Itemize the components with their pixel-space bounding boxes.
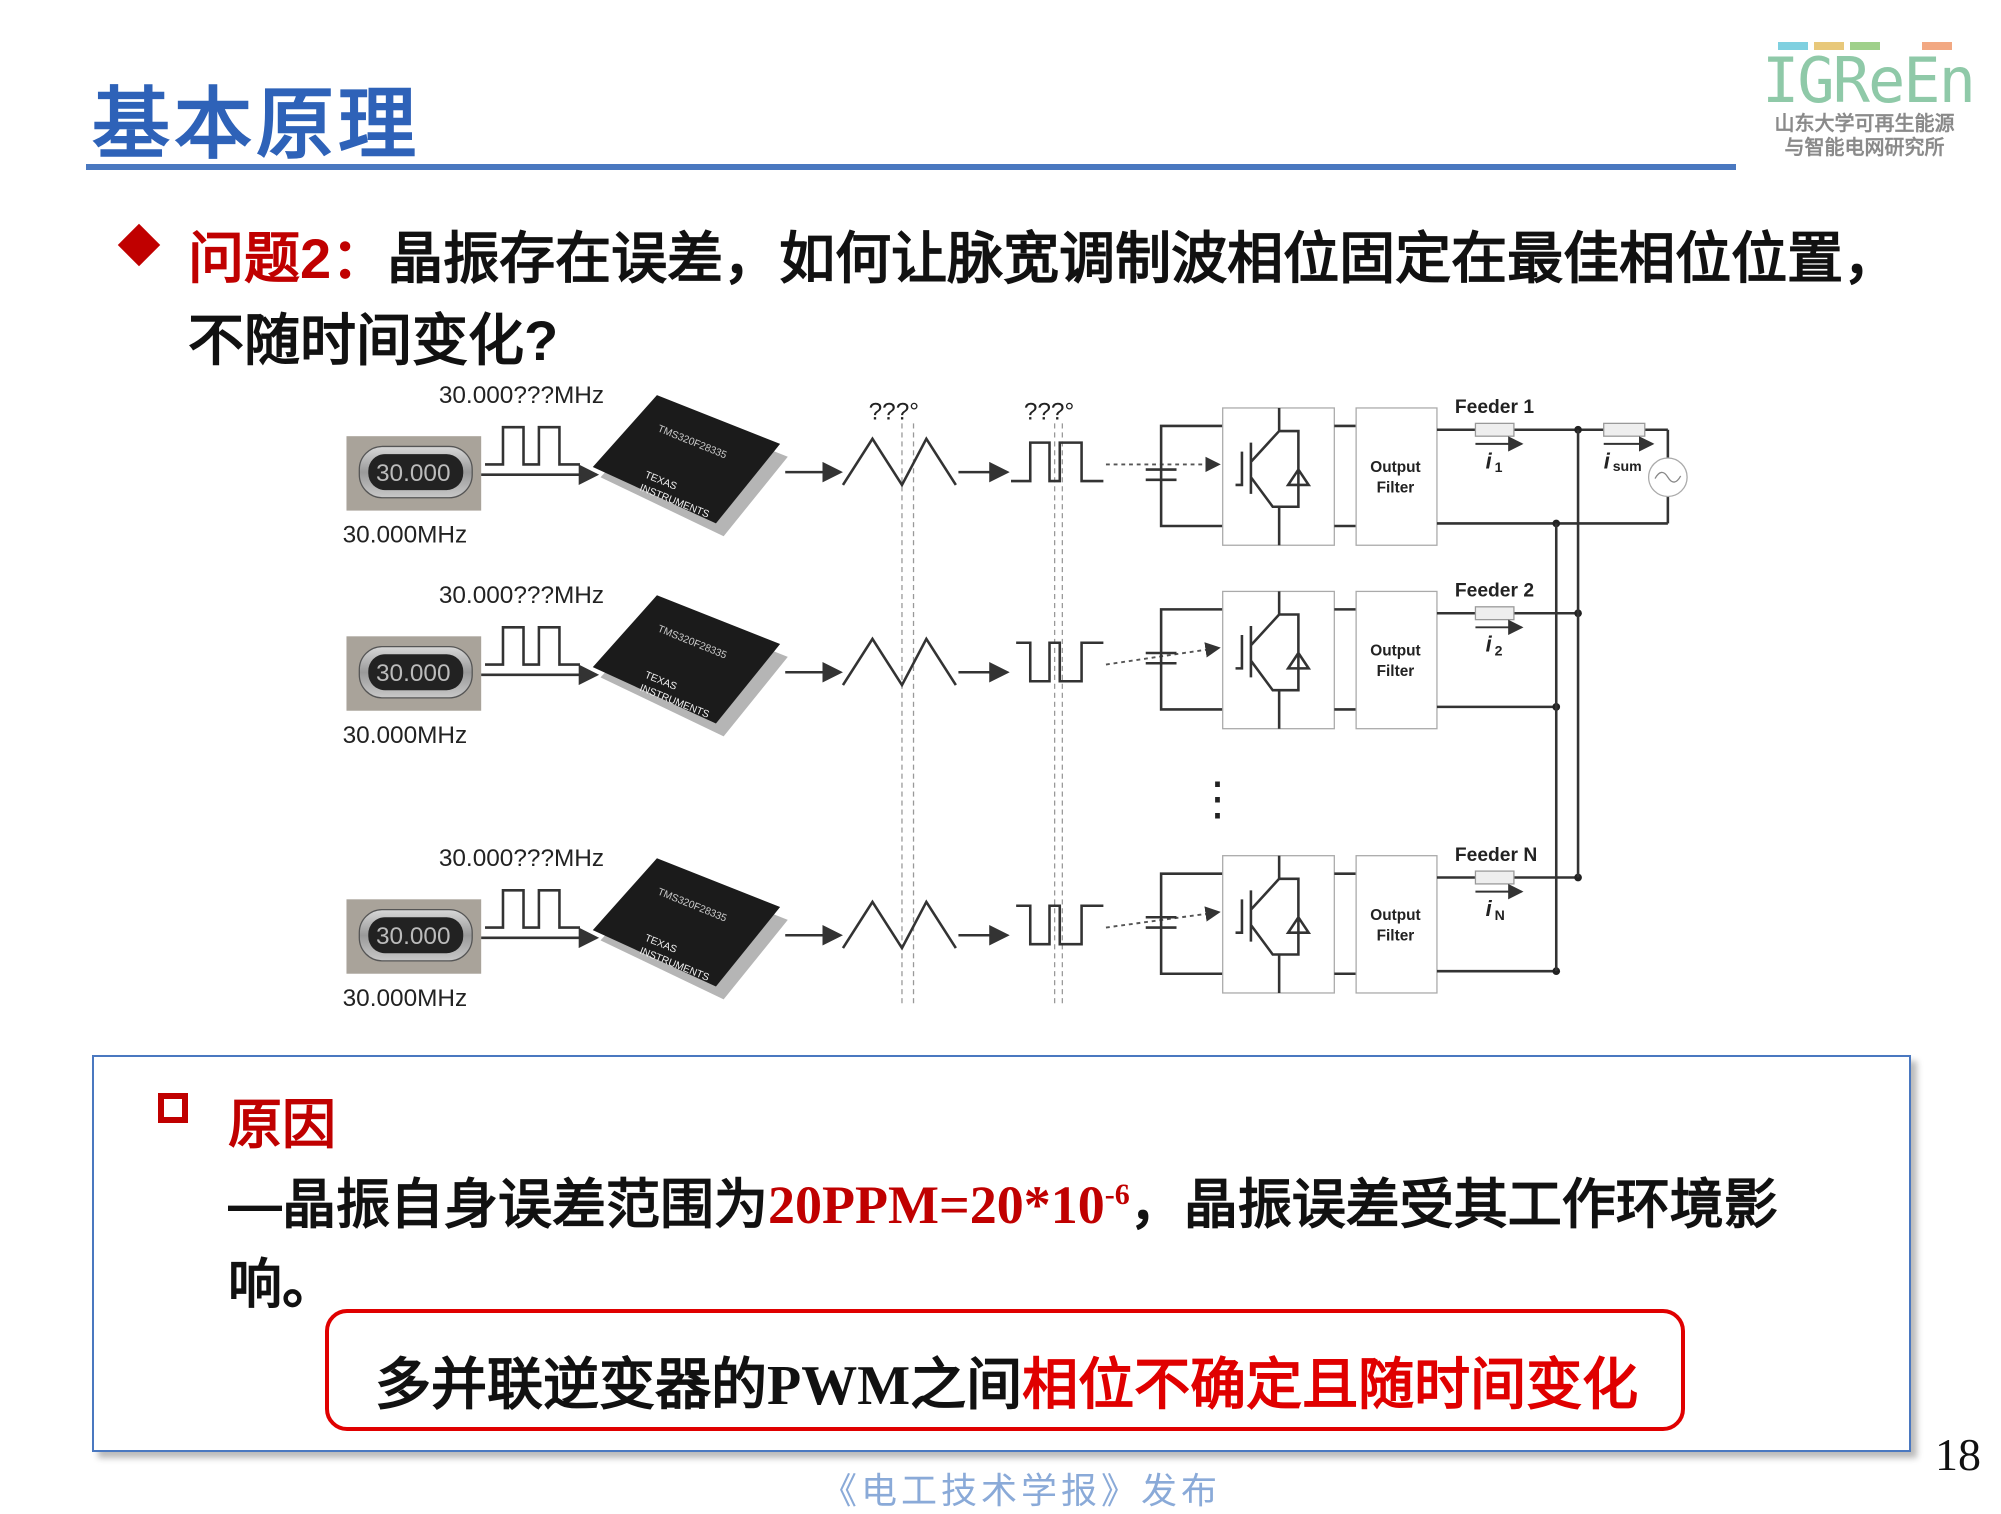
current-subscript: N <box>1495 907 1505 923</box>
current-subscript: 1 <box>1495 459 1503 475</box>
reason-exponent: -6 <box>1104 1178 1130 1211</box>
clock-pulse <box>485 626 580 666</box>
conclusion-a: 多并联逆变器的 <box>375 1353 767 1416</box>
current-subscript: 2 <box>1495 643 1503 659</box>
grid-impedance <box>1603 422 1646 437</box>
line-impedance <box>1474 870 1515 885</box>
output-filter-box <box>1355 590 1438 730</box>
carrier-triangle-wave <box>841 636 957 688</box>
feeder-label: Feeder N <box>1455 845 1537 866</box>
reason-ppm: 20PPM=20*10 <box>768 1175 1105 1235</box>
nominal-frequency-label: 30.000MHz <box>343 722 468 749</box>
dsp-chip <box>592 595 781 724</box>
institute-logo: IGReEn 山东大学可再生能源 与智能电网研究所 <box>1762 36 1976 161</box>
crystal-marking: 30.000 <box>376 460 451 487</box>
signal-chain-row: 30.000???MHz30.000MHz30.000TMS320F28335T… <box>343 382 1221 549</box>
current-label: i <box>1486 448 1493 473</box>
reason-panel <box>92 1055 1911 1452</box>
pwm-square-wave <box>1016 904 1104 946</box>
line-impedance <box>1474 606 1515 621</box>
reason-text-a: —晶振自身误差范围为 <box>228 1175 768 1235</box>
logo-line-2: 与智能电网研究所 <box>1784 137 1945 159</box>
logo-line-1: 山东大学可再生能源 <box>1774 113 1955 135</box>
output-filter-box <box>1355 407 1438 546</box>
reason-line-2: 响。 <box>228 1255 336 1315</box>
question-label: 问题2： <box>188 227 388 290</box>
igbt-diode-icon <box>1235 407 1312 546</box>
dsp-chip <box>592 858 781 987</box>
question-line-1: 问题2：晶振存在误差，如何让脉宽调制波相位固定在最佳相位位置， <box>188 214 1899 295</box>
conclusion-highlight-box <box>325 1309 1685 1431</box>
square-bullet-icon <box>158 1093 188 1123</box>
question-line-2: 不随时间变化? <box>188 309 559 372</box>
logo-color-bars <box>1762 42 1967 50</box>
conclusion-pwm: PWM <box>767 1355 911 1417</box>
conclusion-red: 相位不确定且随时间变化 <box>1022 1353 1639 1416</box>
line-impedance <box>1474 422 1515 437</box>
clock-pulse <box>485 889 580 929</box>
question-text: 晶振存在误差，如何让脉宽调制波相位固定在最佳相位位置， <box>387 227 1900 290</box>
actual-frequency-label: 30.000???MHz <box>439 382 604 409</box>
dc-link-wire <box>1159 424 1223 528</box>
signal-chain-row: 30.000???MHz30.000MHz30.000TMS320F28335T… <box>343 582 1221 749</box>
reason-text-b: ，晶振误差受其工作环境影 <box>1129 1175 1778 1235</box>
page-number: 18 <box>1935 1429 1981 1480</box>
signal-chain-row: 30.000???MHz30.000MHz30.000TMS320F28335T… <box>343 845 1221 1012</box>
crystal-marking: 30.000 <box>376 660 451 687</box>
filter-label: Filter <box>1377 663 1415 680</box>
igbt-diode-icon <box>1235 855 1312 993</box>
sum-current-subscript: sum <box>1613 458 1642 474</box>
carrier-triangle-wave <box>841 899 957 951</box>
diagram-ellipsis: ⋮ <box>1194 773 1240 825</box>
current-label: i <box>1486 896 1493 921</box>
actual-frequency-label: 30.000???MHz <box>439 582 604 609</box>
footer-credit: 《电工技术学报》发布 <box>821 1471 1222 1512</box>
filter-label: Output <box>1370 459 1420 476</box>
pwm-square-wave <box>1016 641 1104 683</box>
dsp-chip <box>592 395 781 524</box>
conclusion-b: 之间 <box>910 1353 1023 1416</box>
feeder-label: Feeder 1 <box>1455 397 1534 418</box>
current-label: i <box>1486 632 1493 657</box>
filter-label: Output <box>1370 907 1420 924</box>
reason-line-1: —晶振自身误差范围为20PPM=20*10-6，晶振误差受其工作环境影 <box>228 1160 1778 1239</box>
nominal-frequency-label: 30.000MHz <box>343 522 468 549</box>
title-divider <box>86 164 1736 170</box>
reason-heading: 原因 <box>228 1095 336 1155</box>
pwm-square-wave <box>1011 441 1104 483</box>
filter-label: Filter <box>1377 480 1415 497</box>
carrier-triangle-wave <box>841 436 957 488</box>
clock-pulse <box>485 425 580 466</box>
crystal-marking: 30.000 <box>376 923 451 950</box>
output-filter-box <box>1355 855 1438 994</box>
conclusion-text: 多并联逆变器的PWM之间相位不确定且随时间变化 <box>375 1340 1638 1421</box>
sum-current-label: i <box>1604 448 1611 473</box>
igbt-diode-icon <box>1235 591 1312 729</box>
filter-label: Output <box>1370 643 1420 660</box>
filter-label: Filter <box>1377 927 1415 944</box>
pwm-phase-label: ???° <box>1024 399 1074 426</box>
dc-link-wire <box>1159 608 1223 711</box>
nominal-frequency-label: 30.000MHz <box>343 985 468 1012</box>
logo-mark: IGReEn <box>1762 44 1976 117</box>
feeder-label: Feeder 2 <box>1455 581 1534 602</box>
actual-frequency-label: 30.000???MHz <box>439 845 604 872</box>
dc-link-wire <box>1159 872 1223 976</box>
carrier-phase-label: ???° <box>869 399 919 426</box>
page-title: 基本原理 <box>92 80 421 168</box>
